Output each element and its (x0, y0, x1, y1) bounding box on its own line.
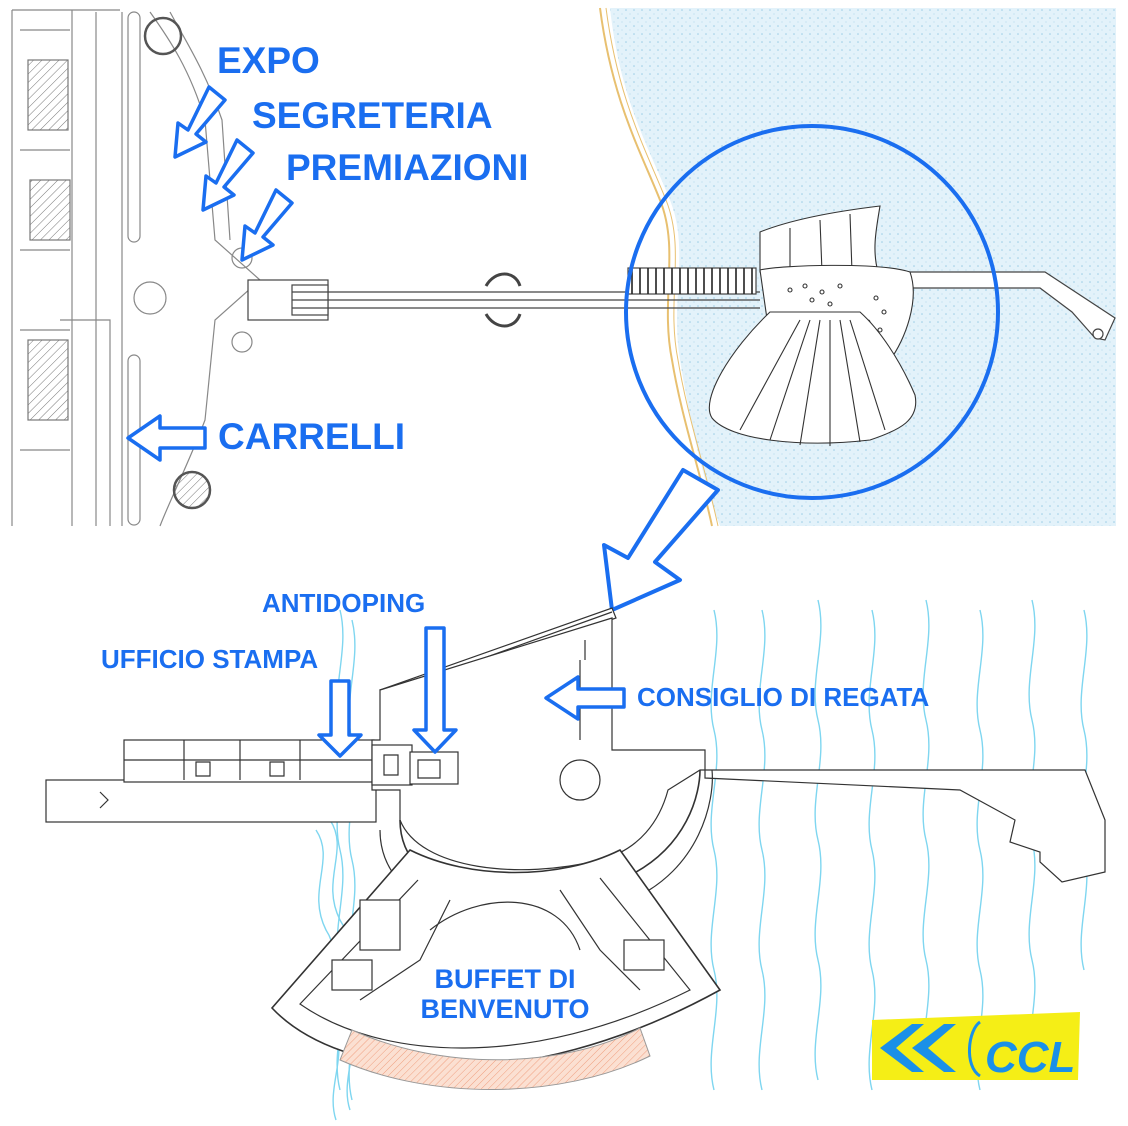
label-expo: EXPO (217, 40, 320, 81)
label-buffet-line1: BUFFET DI (434, 964, 576, 994)
arrow-carrelli (126, 414, 207, 462)
highlight-circle (624, 124, 1000, 500)
fan-building (708, 205, 917, 446)
label-consiglio-di-regata: CONSIGLIO DI REGATA (637, 682, 930, 712)
label-premiazioni: PREMIAZIONI (286, 147, 529, 188)
logo-text: CCL (985, 1033, 1076, 1082)
arrow-consiglio (544, 675, 626, 721)
label-carrelli: CARRELLI (218, 416, 406, 457)
arrow-premiazioni (240, 188, 294, 262)
label-antidoping: ANTIDOPING (262, 588, 426, 618)
jetty-right (899, 271, 1116, 341)
arrow-segreteria (201, 138, 255, 212)
label-segreteria: SEGRETERIA (252, 95, 493, 136)
deck-orange (339, 1027, 651, 1090)
pier (247, 267, 760, 328)
label-ufficio-stampa: UFFICIO STAMPA (101, 644, 319, 674)
big-arrow (602, 468, 720, 612)
label-buffet-line2: BENVENUTO (420, 994, 590, 1024)
label-buffet: BUFFET DI BENVENUTO (405, 964, 605, 1024)
arrow-antidoping (412, 626, 458, 754)
arrow-ufficio-stampa (317, 679, 363, 758)
arrow-expo (173, 85, 227, 159)
double-chevron-logo (872, 1012, 1080, 1080)
direction-arrows (126, 85, 626, 758)
pier-steps (631, 268, 753, 294)
